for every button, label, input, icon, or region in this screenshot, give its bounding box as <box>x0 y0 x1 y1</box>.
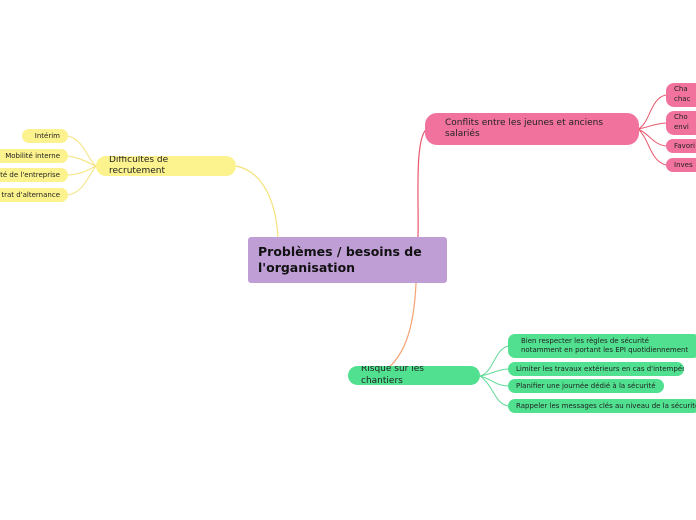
connector-chantiers-2 <box>479 368 509 377</box>
subtopic-entreprise-label: té de l'entreprise <box>0 170 60 179</box>
subtopic-conflits-4-label: Inves <box>674 160 693 169</box>
connector-conflits-2 <box>637 122 667 130</box>
subtopic-conflits-3-label: Favori <box>674 141 695 150</box>
subtopic-journee-securite[interactable]: Planifier une journée dédié à la sécurit… <box>508 379 664 393</box>
subtopic-mobilite-interne[interactable]: Mobilité interne <box>0 149 68 163</box>
subtopic-entreprise[interactable]: té de l'entreprise <box>0 168 68 182</box>
subtopic-conflits-2[interactable]: Cho envi <box>666 111 696 135</box>
connector-recrutement-entreprise <box>67 165 97 176</box>
connector-recrutement-interim <box>67 135 97 167</box>
subtopic-conflits-1-label: Cha chac <box>674 85 691 103</box>
subtopic-conflits-1[interactable]: Cha chac <box>666 83 696 107</box>
central-topic[interactable]: Problèmes / besoins de l'organisation <box>248 237 447 283</box>
topic-conflits-label: Conflits entre les jeunes et anciens sal… <box>445 117 604 139</box>
topic-conflits[interactable]: Conflits entre les jeunes et anciens sal… <box>425 113 639 145</box>
subtopic-regles-securite-label: Bien respecter les règles de sécurité no… <box>521 337 689 354</box>
subtopic-interim-label: Intérim <box>34 131 60 140</box>
connector-recrutement-alternance <box>67 165 97 196</box>
subtopic-conflits-4[interactable]: Inves <box>666 158 696 172</box>
connector-conflits-3 <box>637 128 667 147</box>
connector-chantiers-4 <box>479 375 509 407</box>
connector-conflits-1 <box>637 94 667 130</box>
subtopic-alternance-label: trat d'alternance <box>1 190 60 199</box>
topic-difficultes-recrutement[interactable]: Difficultés de recrutement <box>96 156 236 176</box>
subtopic-mobilite-interne-label: Mobilité interne <box>5 151 60 160</box>
connector-chantiers-1 <box>479 345 509 377</box>
central-topic-label: Problèmes / besoins de l'organisation <box>258 244 422 275</box>
connector-recrutement-mobilite <box>67 155 97 167</box>
subtopic-regles-securite[interactable]: Bien respecter les règles de sécurité no… <box>508 334 696 358</box>
connector-conflits-4 <box>637 128 667 166</box>
subtopic-messages-securite-label: Rappeler les messages clés au niveau de … <box>516 401 696 410</box>
topic-risque-chantiers[interactable]: Risque sur les chantiers <box>348 366 480 385</box>
connector-central-recrutement <box>235 165 279 238</box>
subtopic-alternance[interactable]: trat d'alternance <box>0 188 68 202</box>
connector-chantiers-3 <box>479 375 509 387</box>
subtopic-journee-securite-label: Planifier une journée dédié à la sécurit… <box>516 381 656 390</box>
connector-central-conflits <box>417 127 429 238</box>
topic-risque-chantiers-label: Risque sur les chantiers <box>361 366 424 385</box>
subtopic-conflits-3[interactable]: Favori <box>666 139 696 153</box>
subtopic-messages-securite[interactable]: Rappeler les messages clés au niveau de … <box>508 399 696 413</box>
subtopic-travaux-exterieurs-label: Limiter les travaux extérieurs en cas d'… <box>516 364 684 373</box>
connector-central-chantiers <box>378 282 417 376</box>
subtopic-travaux-exterieurs[interactable]: Limiter les travaux extérieurs en cas d'… <box>508 362 684 376</box>
topic-difficultes-recrutement-label: Difficultés de recrutement <box>109 156 169 176</box>
subtopic-conflits-2-label: Cho envi <box>674 113 689 131</box>
subtopic-interim[interactable]: Intérim <box>22 129 68 143</box>
